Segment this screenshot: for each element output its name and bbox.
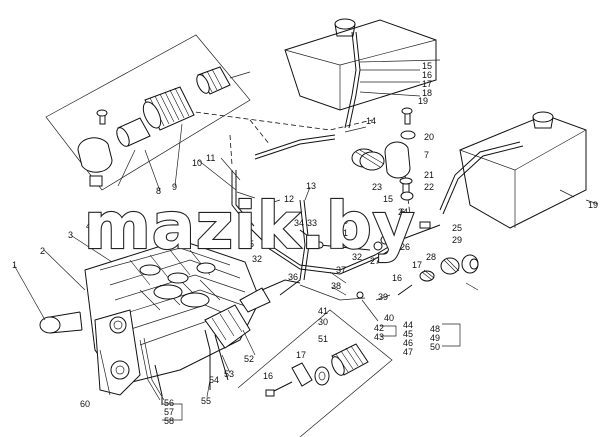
- callout-39: 39: [378, 292, 388, 302]
- callout-5: 5: [112, 219, 117, 229]
- callout-14: 14: [366, 116, 376, 126]
- callout-36: 36: [288, 272, 298, 282]
- callout-47: 47: [403, 347, 413, 357]
- callout-9: 9: [172, 182, 177, 192]
- callout-43: 43: [374, 332, 384, 342]
- callout-38: 38: [331, 281, 341, 291]
- fuel-line-harness: [231, 134, 441, 301]
- callout-37: 37: [336, 265, 346, 275]
- callout-40: 40: [384, 313, 394, 323]
- callout-46: 46: [403, 338, 413, 348]
- leader-lines: [13, 69, 575, 421]
- callout-6: 6: [400, 207, 405, 217]
- callout-57: 57: [164, 407, 174, 417]
- callout-8: 8: [156, 186, 161, 196]
- callouts: 1 2 3 4 5 6 7 8 9 10 11 12 13 14 15 16 1…: [12, 61, 598, 426]
- corrugated-hose: [116, 66, 251, 147]
- callout-4: 4: [86, 221, 91, 231]
- callout-34: 34: [294, 218, 304, 228]
- callout-27: 27: [370, 256, 380, 266]
- callout-48: 48: [430, 324, 440, 334]
- callout-30b: 30: [318, 317, 328, 327]
- callout-7: 7: [424, 150, 429, 160]
- callout-24: 24: [398, 207, 408, 217]
- clamp-and-bolt-set-left: [77, 109, 113, 187]
- callout-1: 1: [12, 260, 17, 270]
- callout-16b: 16: [392, 273, 402, 283]
- callout-3: 3: [68, 230, 73, 240]
- callout-11: 11: [206, 153, 215, 163]
- callout-35: 35: [244, 239, 254, 249]
- callout-26: 26: [400, 242, 410, 252]
- callout-51: 51: [318, 334, 328, 344]
- injector-lines: [99, 337, 165, 401]
- callout-13: 13: [306, 181, 316, 191]
- callout-18a: 18: [422, 88, 432, 98]
- callout-23: 23: [372, 182, 382, 192]
- callout-60: 60: [80, 399, 90, 409]
- callout-30a: 30: [338, 216, 348, 226]
- callout-41: 41: [318, 306, 328, 316]
- callout-19b: 19: [588, 200, 598, 210]
- callout-17c: 17: [296, 350, 306, 360]
- callout-10: 10: [192, 158, 202, 168]
- callout-19a: 19: [418, 96, 428, 106]
- callout-15a: 15: [422, 61, 432, 71]
- fuel-tank-upper: [284, 18, 441, 129]
- callout-31: 31: [338, 228, 348, 238]
- callout-29: 29: [452, 235, 462, 245]
- callout-15b: 15: [383, 194, 393, 204]
- callout-22: 22: [424, 182, 434, 192]
- callout-25: 25: [452, 223, 462, 233]
- callout-54: 54: [209, 375, 219, 385]
- fuel-tank-right: [439, 111, 599, 229]
- callout-52: 52: [244, 354, 254, 364]
- callout-21: 21: [424, 170, 434, 180]
- callout-49: 49: [430, 333, 440, 343]
- sealing-rings: [351, 148, 479, 275]
- filter-fittings-right: [397, 269, 435, 296]
- callout-17a: 17: [422, 79, 432, 89]
- watermark-mazik-by: mazik.by: [84, 190, 415, 264]
- callout-16a: 16: [422, 70, 432, 80]
- engine-block: [39, 239, 301, 405]
- callout-20: 20: [424, 132, 434, 142]
- callout-58: 58: [164, 416, 174, 426]
- callout-2: 2: [40, 246, 45, 256]
- callout-50: 50: [430, 342, 440, 352]
- callout-17b: 17: [412, 260, 422, 270]
- hose-detail-bottom: [265, 343, 369, 397]
- clamp-and-bolt-set-right: [384, 107, 416, 201]
- callout-33: 33: [307, 218, 317, 228]
- callout-12: 12: [284, 194, 294, 204]
- callout-56: 56: [164, 398, 174, 408]
- callout-32b: 32: [352, 252, 362, 262]
- detail-panel-bottom-right: [237, 309, 393, 437]
- callout-28: 28: [426, 252, 436, 262]
- callout-16c: 16: [263, 371, 273, 381]
- callout-55: 55: [201, 396, 211, 406]
- callout-53: 53: [224, 369, 234, 379]
- callout-32a: 32: [252, 254, 262, 264]
- callout-42: 42: [374, 323, 384, 333]
- callout-45: 45: [403, 329, 413, 339]
- callout-44: 44: [403, 320, 413, 330]
